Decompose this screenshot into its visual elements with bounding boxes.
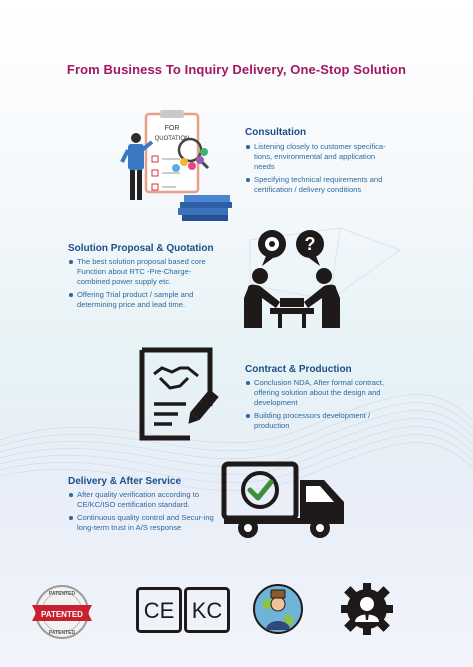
- business-person-globe-icon: [253, 584, 303, 634]
- list-item: Offering Trial product / sample and dete…: [68, 290, 218, 310]
- list-item: Building processors development / produc…: [245, 411, 395, 431]
- patented-badge: PATENTED PATENTED PATENTED: [32, 585, 92, 639]
- solution-proposal-heading: Solution Proposal & Quotation: [68, 243, 214, 254]
- list-item: Listening closely to customer specifica-…: [245, 142, 395, 172]
- board-text-quotation: QUOTATION: [155, 136, 190, 142]
- kc-mark-text: KC: [192, 598, 223, 623]
- solution-proposal-bullets: The best solution proposal based core Fu…: [68, 257, 218, 313]
- consultant-quotation-illustration: FOR QUOTATION: [120, 110, 232, 221]
- contract-handshake-icon: [139, 347, 219, 441]
- gear-person-icon: [341, 583, 393, 635]
- page-title: From Business To Inquiry Delivery, One-S…: [66, 62, 407, 77]
- patented-ribbon-text: PATENTED: [41, 610, 83, 619]
- kc-mark-icon: KC: [184, 587, 230, 633]
- contract-production-heading: Contract & Production: [245, 364, 352, 375]
- consultation-heading: Consultation: [245, 127, 307, 138]
- discussion-icon: ?: [244, 230, 340, 328]
- svg-text:?: ?: [305, 234, 316, 254]
- list-item: Specifying technical requirements and ce…: [245, 175, 395, 195]
- list-item: Conclusion NDA, After formal contract, o…: [245, 378, 395, 408]
- list-item: Continuous quality control and Secur-ing…: [68, 513, 218, 533]
- list-item: The best solution proposal based core Fu…: [68, 257, 218, 287]
- ce-mark-text: CE: [144, 598, 175, 623]
- delivery-after-service-heading: Delivery & After Service: [68, 476, 182, 487]
- delivery-truck-icon: [221, 461, 344, 538]
- ce-mark-icon: CE: [136, 587, 182, 633]
- delivery-after-service-bullets: After quality verification according to …: [68, 490, 218, 536]
- patented-top-text: PATENTED: [49, 591, 76, 597]
- consultation-bullets: Listening closely to customer specifica-…: [245, 142, 395, 198]
- contract-production-bullets: Conclusion NDA, After formal contract, o…: [245, 378, 395, 434]
- list-item: After quality verification according to …: [68, 490, 218, 510]
- board-text-for: FOR: [165, 125, 180, 132]
- patented-bottom-text: PATENTED: [49, 630, 76, 636]
